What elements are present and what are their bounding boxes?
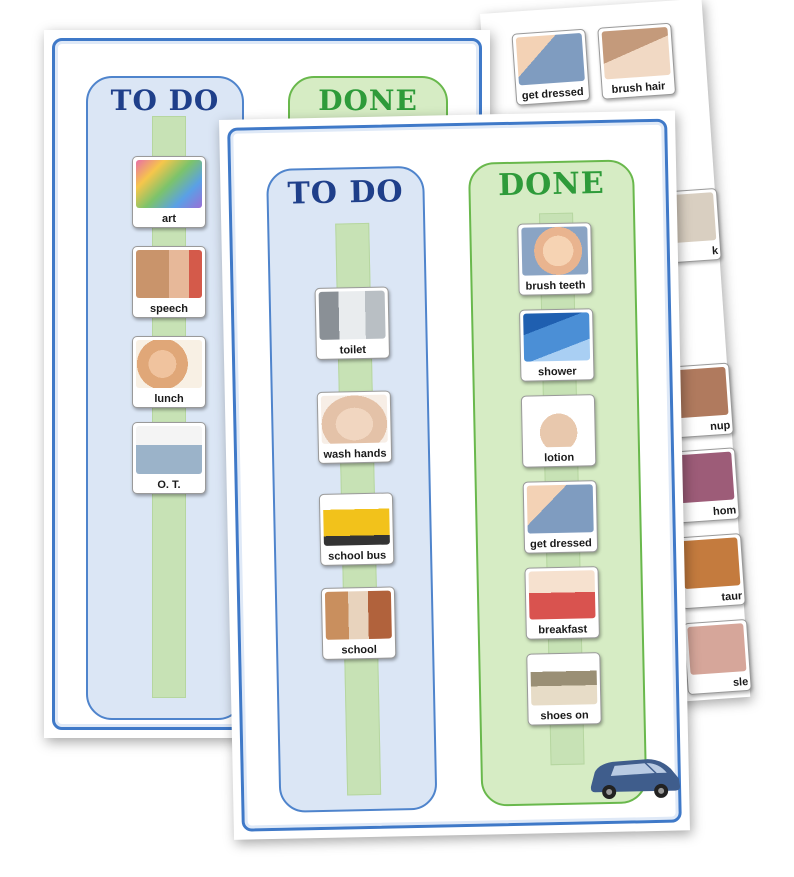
task-card-get-dressed[interactable]: get dressed: [522, 480, 599, 554]
get-dressed-icon: [526, 484, 594, 534]
toilet-icon: [318, 290, 386, 340]
card-label: wash hands: [323, 447, 387, 461]
done-title: DONE: [318, 84, 418, 117]
card-label: O. T.: [157, 479, 181, 491]
task-card-lotion[interactable]: lotion: [520, 394, 597, 468]
speech-therapy-icon: [136, 250, 202, 298]
card-label: art: [161, 213, 177, 225]
strip-card-get-dressed[interactable]: get dressed: [511, 28, 591, 106]
task-card-brush-teeth[interactable]: brush teeth: [517, 222, 593, 296]
task-card-shoes-on[interactable]: shoes on: [526, 652, 602, 726]
task-card-speech[interactable]: speech: [132, 246, 206, 318]
activity-picture: [687, 623, 747, 675]
strip-edge-card[interactable]: taur: [676, 533, 746, 610]
task-card-wash-hands[interactable]: wash hands: [316, 390, 393, 464]
task-card-art[interactable]: art: [132, 156, 206, 228]
card-label: shoes on: [540, 709, 589, 723]
activity-picture: [675, 451, 735, 504]
card-label: get dressed: [529, 537, 592, 551]
activity-picture: [681, 537, 741, 590]
eating-icon: [136, 340, 202, 388]
todo-title: TO DO: [287, 174, 404, 212]
task-card-school-bus[interactable]: school bus: [318, 492, 395, 566]
card-label: school: [341, 643, 377, 657]
classroom-icon: [324, 590, 392, 640]
task-card-shower[interactable]: shower: [519, 308, 595, 382]
card-label: toilet: [339, 343, 367, 357]
task-card-toilet[interactable]: toilet: [314, 286, 391, 361]
minivan-icon: [590, 759, 681, 799]
card-label: brush teeth: [525, 279, 586, 293]
todo-title: TO DO: [110, 84, 220, 117]
brush-teeth-icon: [521, 226, 589, 276]
get-dressed-icon: [515, 32, 585, 86]
task-card-breakfast[interactable]: breakfast: [524, 566, 600, 640]
card-label: speech: [150, 303, 188, 315]
shower-icon: [523, 312, 591, 362]
task-card-ot[interactable]: O. T.: [132, 422, 206, 494]
task-card-lunch[interactable]: lunch: [132, 336, 206, 408]
brush-hair-icon: [601, 26, 671, 80]
lotion-icon: [524, 398, 592, 448]
card-label: shower: [537, 365, 577, 379]
wash-hands-icon: [320, 394, 388, 444]
card-label: get dressed: [521, 85, 584, 103]
card-label: breakfast: [538, 623, 588, 637]
card-label: lotion: [544, 451, 575, 465]
strip-card-brush-hair[interactable]: brush hair: [597, 22, 677, 100]
card-label: brush hair: [611, 80, 666, 96]
front-schedule-board: TO DO DONE toilet wash hands school bus …: [219, 110, 690, 840]
strip-edge-card[interactable]: sle: [682, 618, 752, 696]
task-card-school[interactable]: school: [320, 586, 397, 660]
done-title: DONE: [497, 165, 605, 204]
shoes-on-icon: [530, 656, 598, 706]
breakfast-icon: [528, 570, 596, 620]
school-bus-icon: [322, 496, 390, 546]
swing-therapy-icon: [136, 426, 202, 474]
rainbow-crayons-icon: [136, 160, 202, 208]
card-label: school bus: [328, 549, 387, 563]
card-label: lunch: [154, 393, 184, 405]
